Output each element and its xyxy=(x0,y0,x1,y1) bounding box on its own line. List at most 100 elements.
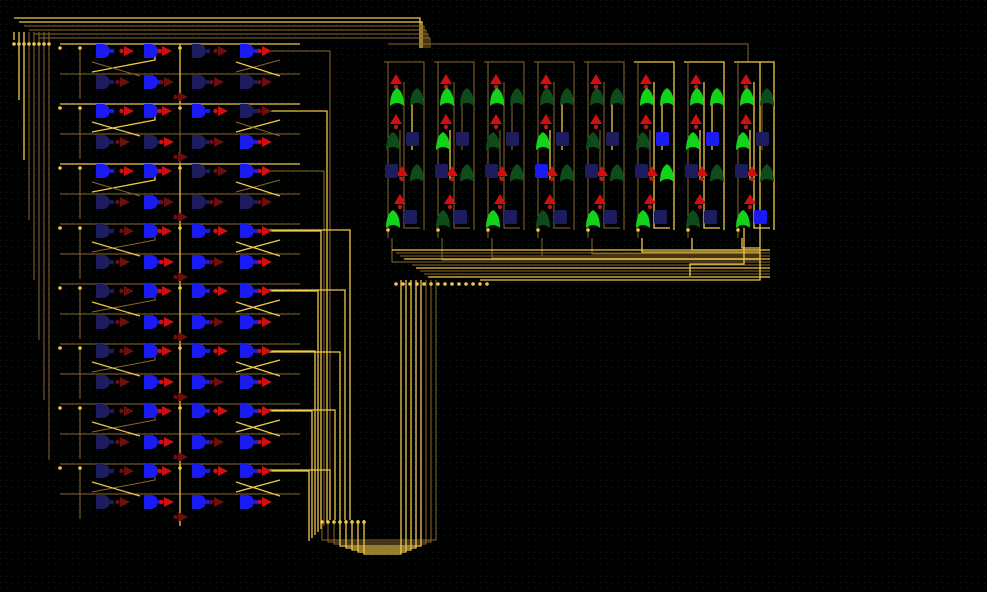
wire-junction xyxy=(58,166,62,170)
nand-output-bubble xyxy=(109,319,115,325)
or-gate xyxy=(440,88,454,106)
not-gate xyxy=(214,437,224,447)
not-gate xyxy=(594,194,606,204)
nand-output-bubble xyxy=(109,408,115,414)
not-input-bubble xyxy=(157,348,162,354)
not-gate xyxy=(124,466,134,476)
not-input-bubble xyxy=(257,288,262,294)
wire xyxy=(235,119,281,133)
not-input-bubble xyxy=(115,259,120,265)
wire xyxy=(235,179,281,193)
nand-gate xyxy=(240,495,254,509)
not-gate xyxy=(218,166,228,176)
not-input-bubble xyxy=(209,439,214,445)
nand-gate xyxy=(96,135,110,149)
nand-output-bubble xyxy=(205,468,211,474)
not-input-bubble xyxy=(115,79,120,85)
not-gate xyxy=(124,106,134,116)
nand-output-bubble xyxy=(109,379,115,385)
wire xyxy=(235,61,281,77)
nand-gate xyxy=(192,104,206,118)
not-output-bubble xyxy=(643,124,649,130)
not-output-bubble xyxy=(493,124,499,130)
wire-junction xyxy=(178,46,182,50)
wire xyxy=(262,230,322,529)
nand-output-bubble xyxy=(205,199,211,205)
wire xyxy=(262,50,331,520)
not-input-bubble xyxy=(115,199,120,205)
nand-output-bubble xyxy=(205,319,211,325)
nand-output-bubble xyxy=(253,499,259,505)
or-gate xyxy=(740,88,754,106)
not-input-bubble xyxy=(115,379,120,385)
not-input-bubble xyxy=(257,259,262,265)
nand-gate xyxy=(240,344,254,358)
wire-junction xyxy=(58,226,62,230)
nand-output-bubble xyxy=(109,228,115,234)
not-gate xyxy=(178,152,188,162)
register-cell xyxy=(404,210,417,224)
nand-gate xyxy=(240,164,254,178)
or-gate xyxy=(460,88,474,106)
nand-gate xyxy=(240,255,254,269)
not-input-bubble xyxy=(209,259,214,265)
wire-junction xyxy=(686,228,690,232)
not-gate xyxy=(640,74,652,84)
nand-output-bubble xyxy=(253,259,259,265)
wire-junction xyxy=(486,228,490,232)
wire-junction xyxy=(178,226,182,230)
wire-junction xyxy=(58,466,62,470)
not-gate xyxy=(164,377,174,387)
or-gate xyxy=(610,88,624,106)
not-gate xyxy=(120,77,130,87)
nand-gate xyxy=(192,495,206,509)
nand-gate xyxy=(96,195,110,209)
or-gate xyxy=(560,164,574,182)
not-gate xyxy=(214,497,224,507)
nand-gate xyxy=(96,315,110,329)
nand-output-bubble xyxy=(253,468,259,474)
not-output-bubble xyxy=(547,204,553,210)
wire xyxy=(235,181,281,197)
wire-junction xyxy=(362,520,366,524)
nand-gate xyxy=(144,284,158,298)
not-input-bubble xyxy=(119,408,124,414)
wire-junction xyxy=(485,282,489,286)
not-gate xyxy=(164,497,174,507)
or-gate xyxy=(736,132,750,150)
wire xyxy=(345,280,417,549)
or-gate xyxy=(460,164,474,182)
nand-output-bubble xyxy=(109,168,115,174)
not-gate xyxy=(262,286,272,296)
wire xyxy=(403,82,420,229)
nand-gate xyxy=(192,375,206,389)
not-output-bubble xyxy=(743,124,749,130)
nand-gate xyxy=(192,255,206,269)
wire-junction xyxy=(356,520,360,524)
or-gate xyxy=(640,88,654,106)
wire xyxy=(684,61,725,230)
wire xyxy=(491,238,760,259)
not-gate xyxy=(124,286,134,296)
not-gate xyxy=(214,137,224,147)
register-cell xyxy=(456,132,469,146)
nand-gate xyxy=(192,404,206,418)
nand-gate xyxy=(192,464,206,478)
nand-gate xyxy=(192,195,206,209)
not-gate xyxy=(120,497,130,507)
not-gate xyxy=(164,137,174,147)
wire xyxy=(262,410,313,538)
not-output-bubble xyxy=(447,204,453,210)
or-gate xyxy=(510,164,524,182)
not-input-bubble xyxy=(213,168,218,174)
nand-gate xyxy=(96,495,110,509)
not-gate xyxy=(694,194,706,204)
not-gate xyxy=(164,257,174,267)
nand-output-bubble xyxy=(205,168,211,174)
register-cell xyxy=(606,132,619,146)
not-gate xyxy=(262,377,272,387)
not-input-bubble xyxy=(257,48,262,54)
not-gate xyxy=(214,77,224,87)
